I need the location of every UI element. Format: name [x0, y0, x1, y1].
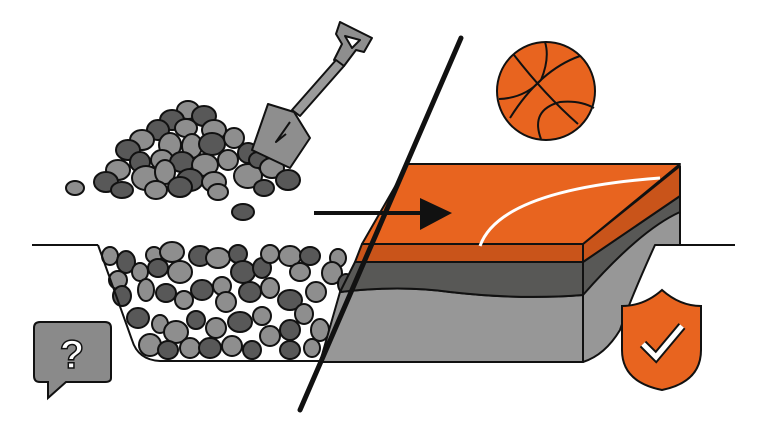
diagonal-divider	[297, 35, 464, 413]
gravel-filled-trench	[97, 241, 372, 362]
question-bubble-icon: ?	[33, 321, 112, 401]
shovel-icon	[251, 21, 373, 169]
court-slab	[319, 163, 681, 363]
basketball-icon	[496, 41, 596, 141]
court-line	[478, 176, 661, 247]
shield-check-icon	[621, 288, 702, 392]
gravel-pile	[65, 100, 301, 221]
question-mark: ?	[60, 333, 84, 377]
right-arrow-icon	[314, 198, 452, 230]
